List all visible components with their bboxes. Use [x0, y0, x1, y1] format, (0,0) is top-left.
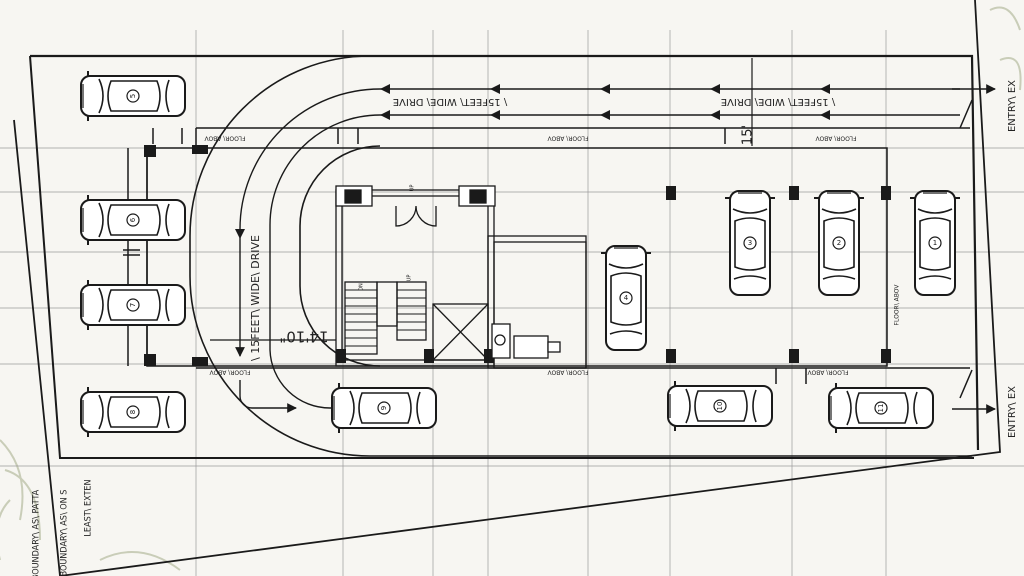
entry-label-bottom: ENTRY\ EX: [1007, 386, 1018, 438]
parking-space-number: 11: [877, 404, 885, 413]
floor-above-label: FLOOR\ ABOV: [894, 284, 901, 326]
plan-labels: \ 15FEET\ WIDE\ DRIVE \ 15FEET\ WIDE\ DR…: [32, 80, 1019, 576]
parking-space-number: 6: [129, 217, 137, 222]
floor-above-label: FLOOR\ ABOV: [547, 369, 589, 376]
parking-car-1: 1: [909, 190, 961, 296]
drive-label-top-right: \ 15FEET\ WIDE\ DRIVE: [721, 96, 835, 107]
floor-above-label: FLOOR\ ABOV: [209, 369, 251, 376]
arrow-left-icon: [235, 88, 960, 413]
parking-space-number: 8: [129, 410, 137, 414]
parking-car-9: 9: [331, 382, 437, 434]
drive-label-vertical: \ 15FEET\ WIDE\ DRIVE: [249, 235, 262, 361]
parking-car-11: 11: [828, 382, 934, 434]
stair-up-label: UP: [407, 275, 413, 282]
parking-car-8: 8: [80, 386, 186, 438]
floor-above-label: FLOOR\ ABOV: [547, 135, 589, 142]
floor-above-label: FLOOR\ ABOV: [204, 135, 246, 142]
parking-space-number: 10: [716, 402, 724, 411]
parking-space-number: 3: [748, 239, 752, 247]
drive-label-top-left: \ 15FEET\ WIDE\ DRIVE: [393, 96, 507, 107]
least-extent-label: LEAST\ EXTEN: [84, 479, 94, 536]
parking-car-6: 6: [80, 194, 186, 246]
parking-space-number: 2: [837, 239, 841, 247]
dimension-label-14ft10in: 14'10": [279, 328, 328, 346]
parking-car-10: 10: [667, 380, 773, 432]
drive-lanes: [189, 55, 972, 457]
parking-space-number: 4: [624, 294, 629, 302]
parking-space-number: 1: [933, 239, 937, 247]
entry-label-top: ENTRY\ EX: [1007, 80, 1018, 132]
parking-car-3: 3: [724, 190, 776, 296]
stair-down-label: DN: [359, 283, 365, 291]
parking-space-number: 7: [129, 303, 137, 307]
parking-space-number: 9: [380, 406, 388, 410]
building-core: [335, 185, 587, 369]
boundary-patta-label: BOUNDARY\ AS\ PATTA: [32, 489, 42, 576]
floor-above-label: FLOOR\ ABOV: [815, 135, 857, 142]
parking-space-number: 5: [129, 94, 137, 98]
boundary-site-label: BOUNDARY\ AS\ ON S: [60, 490, 70, 576]
parking-car-2: 2: [813, 190, 865, 296]
entry-arrows: [952, 84, 996, 414]
dimension-label-15ft: 15': [741, 125, 756, 145]
parking-cars: 1 2 3 4 5 6 7 8 9 10 11: [80, 70, 961, 438]
parking-car-5: 5: [80, 70, 186, 122]
stair-up-label: UP: [410, 185, 416, 192]
leaf-decoration-icon: [0, 6, 1022, 571]
parking-car-7: 7: [80, 279, 186, 331]
floor-above-label: FLOOR\ ABOV: [807, 369, 849, 376]
parking-car-4: 4: [600, 245, 652, 351]
arrow-heads: [235, 84, 830, 239]
